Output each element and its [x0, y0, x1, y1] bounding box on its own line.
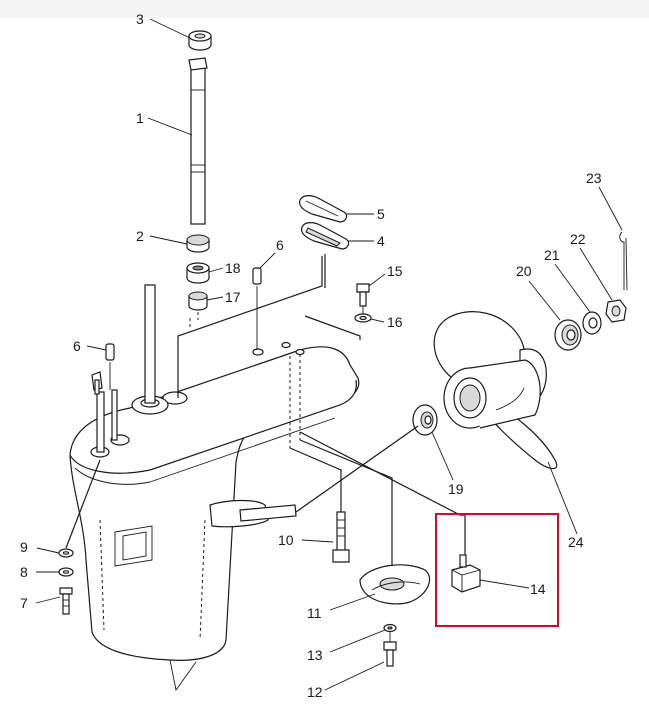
- callout-8: 8: [20, 564, 28, 580]
- part-22-nut: [605, 299, 627, 323]
- part-3-cap: [188, 30, 212, 51]
- highlight-box: [435, 513, 559, 627]
- callout-2: 2: [136, 228, 144, 244]
- callout-6-left: 6: [73, 338, 81, 354]
- part-16-washer: [354, 313, 372, 323]
- callout-21: 21: [544, 247, 560, 263]
- part-4-plate: [300, 222, 350, 250]
- callout-15: 15: [387, 263, 403, 279]
- part-5-plate: [298, 195, 348, 223]
- callout-14: 14: [530, 581, 546, 597]
- callout-18: 18: [225, 260, 241, 276]
- callout-16: 16: [387, 314, 403, 330]
- callout-17: 17: [225, 289, 241, 305]
- callout-13: 13: [307, 647, 323, 663]
- callout-4: 4: [377, 233, 385, 249]
- part-12-bolt: [383, 641, 397, 667]
- part-20-spacer: [554, 319, 582, 351]
- callout-19: 19: [448, 481, 464, 497]
- callout-9: 9: [20, 539, 28, 555]
- callout-11: 11: [307, 605, 322, 621]
- callout-5: 5: [377, 206, 385, 222]
- part-18-seal: [186, 262, 210, 284]
- drive-shaft: [188, 57, 208, 225]
- part-23-cotter-pin: [619, 231, 628, 291]
- part-21-washer: [582, 311, 602, 335]
- callout-6-upper: 6: [276, 237, 284, 253]
- part-11-trim-tab: [359, 564, 431, 605]
- part-8-washer: [58, 567, 74, 577]
- callout-24: 24: [568, 534, 584, 550]
- part-10-bolt: [332, 511, 350, 563]
- callout-7: 7: [20, 595, 28, 611]
- callout-20: 20: [516, 263, 532, 279]
- callout-23: 23: [586, 170, 602, 186]
- callout-3: 3: [136, 11, 144, 27]
- callout-1: 1: [136, 110, 144, 126]
- part-6-dowel-left: [105, 343, 115, 361]
- part-7-bolt: [59, 587, 73, 615]
- part-17-bushing: [188, 291, 208, 311]
- top-band: [0, 0, 649, 18]
- callout-10: 10: [278, 532, 294, 548]
- part-2-bushing: [186, 234, 210, 253]
- part-14-anode: [451, 554, 481, 593]
- leader-lines: [35, 18, 623, 691]
- part-19-thrust-washer: [412, 404, 438, 436]
- part-6-dowel-upper: [252, 267, 262, 285]
- lower-unit-housing: [69, 284, 360, 692]
- part-24-propeller: [433, 311, 558, 470]
- callout-22: 22: [570, 231, 586, 247]
- callout-labels: 3 1 2 18 17 6 6 5 4 15 16 9 8 7 10 11 13…: [20, 11, 602, 700]
- part-15-bolt: [356, 283, 370, 307]
- part-9-washer: [58, 548, 74, 558]
- part-13-washer: [383, 623, 397, 633]
- callout-12: 12: [307, 684, 323, 700]
